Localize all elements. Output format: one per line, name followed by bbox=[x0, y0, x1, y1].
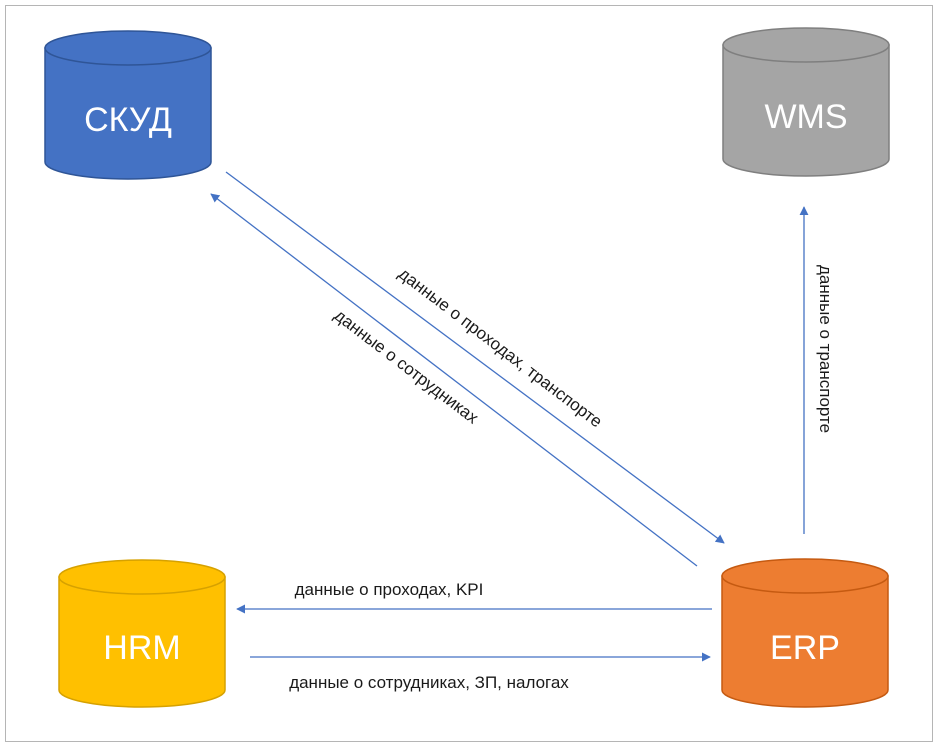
edge-label-erp-to-hrm: данные о проходах, KPI bbox=[295, 580, 484, 599]
wms-label: WMS bbox=[764, 98, 847, 136]
edge-label-erp-to-wms: данные о транспорте bbox=[816, 265, 835, 433]
arrow-skud-to-erp bbox=[225, 171, 725, 544]
erp-label: ERP bbox=[770, 629, 840, 667]
edge-label-skud-to-erp: данные о проходах, транспорте bbox=[395, 264, 606, 431]
wms-database: WMS bbox=[722, 27, 890, 177]
edge-label-hrm-to-erp: данные о сотрудниках, ЗП, налогах bbox=[289, 673, 569, 692]
skud-database: СКУД bbox=[44, 30, 212, 180]
hrm-label: HRM bbox=[103, 629, 180, 667]
skud-label: СКУД bbox=[84, 101, 172, 139]
diagram-frame bbox=[5, 5, 933, 742]
arrow-erp-to-skud bbox=[210, 193, 698, 567]
erp-database: ERP bbox=[721, 558, 889, 708]
hrm-database: HRM bbox=[58, 559, 226, 708]
